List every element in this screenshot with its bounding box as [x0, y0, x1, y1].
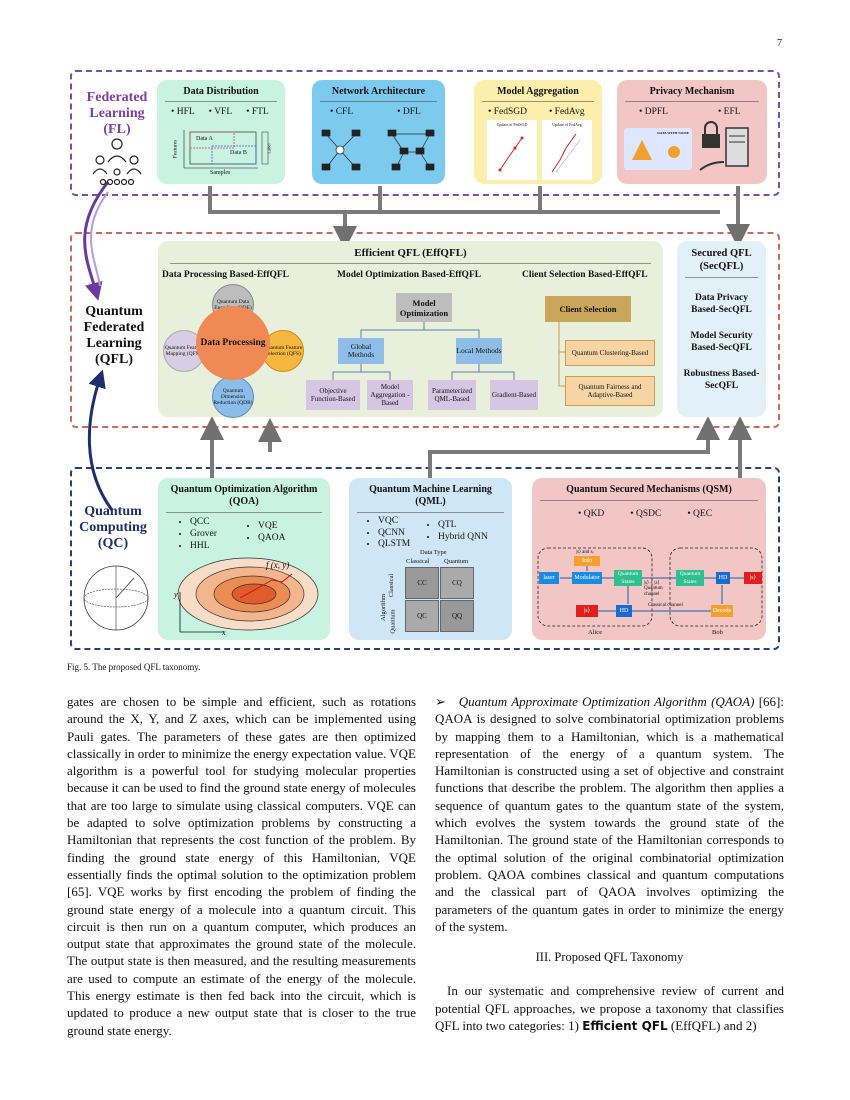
data-a-label: Data A: [196, 136, 213, 142]
quantum-channel-label: Quantum channel: [644, 586, 663, 597]
secqfl-item: Data Privacy Based-SecQFL: [691, 293, 752, 315]
qml-cell-cc: CC: [405, 567, 439, 599]
qc-region: [70, 467, 780, 650]
s-plus-z-label: |s⟩ + |z⟩: [644, 581, 660, 586]
classical-channel-label: Classical channel: [648, 603, 683, 608]
fl-label: Federated Learning (FL): [86, 90, 148, 137]
qoa-list-right: VQE QAOA: [258, 520, 285, 544]
qml-cell-qq: QQ: [440, 600, 474, 632]
modulator-box: Modulator: [572, 572, 602, 584]
laser-box: laser: [539, 572, 559, 584]
qml-table-header: Data Type: [420, 549, 447, 556]
secqfl-item: Model Security Based-SecQFL: [690, 331, 753, 353]
decode-box: Decode: [711, 605, 733, 617]
figure-caption: Fig. 5. The proposed QFL taxonomy.: [67, 662, 201, 672]
hd-box-alice: HD: [616, 605, 632, 617]
section-heading: III. Proposed QFL Taxonomy: [535, 950, 684, 965]
fedsgd-plot: Update of FedSGD: [487, 120, 537, 180]
quantum-fairness-box: Quantum Fairness and Adaptive-Based: [565, 376, 655, 406]
gradient-based-box: Gradient-Based: [490, 380, 538, 410]
bob-label: Bob: [712, 629, 723, 636]
parameterized-qml-box: Parameterized QML-Based: [428, 380, 476, 410]
client-selection-root: Client Selection: [545, 296, 631, 322]
right-column: ➢ Quantum Approximate Optimization Algor…: [435, 693, 784, 1035]
qml-cell-cq: CQ: [440, 567, 474, 599]
secqfl-card: Secured QFL (SecQFL) Data Privacy Based-…: [677, 241, 766, 417]
privacy-figure-panel: DATA WITH NOISE: [624, 128, 692, 170]
page-number: 7: [777, 38, 782, 49]
data-processing-circle: Data Processing: [196, 306, 270, 380]
hd-box-bob: HD: [716, 572, 730, 584]
qml-list-right: QTL Hybrid QNN: [438, 520, 488, 543]
qml-cell-qc: QC: [405, 600, 439, 632]
qdr-circle: Quantum Dimension Reduction (QDR): [212, 376, 254, 418]
secqfl-item: Robustness Based-SecQFL: [683, 369, 760, 391]
qaoa-paragraph: ➢ Quantum Approximate Optimization Algor…: [435, 694, 784, 934]
qml-list-left: VQC QCNN QLSTM: [378, 516, 410, 551]
fxy-label: f (x, y): [266, 560, 290, 570]
left-column: gates are chosen to be simple and effici…: [67, 693, 416, 1039]
quantum-clustering-box: Quantum Clustering-Based: [565, 340, 655, 366]
fedavg-plot: Update of FedAvg: [542, 120, 592, 180]
qc-label: Quantum Computing (QC): [79, 504, 147, 551]
y-axis-label: y: [174, 590, 178, 599]
qml-table-col-quantum: Quantum: [444, 558, 469, 565]
data-b-label: Data B: [230, 150, 247, 156]
intro-paragraph: In our systematic and comprehensive revi…: [435, 983, 784, 1034]
s-box-bob: |s⟩: [744, 572, 762, 584]
x-axis-label: x: [222, 628, 226, 637]
qfl-label: Quantum Federated Learning (QFL): [83, 304, 145, 367]
s-and-si-label: |s⟩ and sᵢ: [576, 550, 594, 555]
model-aggregation-box: Model Aggregation -Based: [367, 380, 413, 410]
qml-table-col-classical: Classical: [406, 558, 430, 565]
network-architecture-card: Network Architecture CFL DFL: [312, 80, 445, 184]
quantum-states-box-alice: Quantum States: [614, 570, 642, 586]
alice-label: Alice: [588, 629, 603, 636]
model-optimization-root: Model Optimization: [396, 293, 452, 322]
qfl-region: [70, 232, 780, 428]
qoa-list-left: QCC Grover HHL: [190, 516, 217, 552]
global-methods-box: Global Methods: [338, 338, 384, 364]
samples-label: Samples: [210, 170, 231, 176]
fl-region: [70, 70, 780, 196]
client-selection-heading: Client Selection Based-EffQFL: [522, 270, 648, 280]
quantum-states-box-bob: Quantum States: [676, 570, 704, 586]
left-paragraph: gates are chosen to be simple and effici…: [67, 694, 416, 1038]
s-box-alice: |s⟩: [576, 605, 598, 617]
qfs-circle: Quantum Feature Selection (QFS): [262, 330, 304, 372]
info-box: Info: [574, 556, 600, 566]
model-optimization-heading: Model Optimization Based-EffQFL: [337, 270, 482, 280]
data-processing-heading: Data Processing Based-EffQFL: [162, 270, 290, 280]
objective-function-box: Objective Function-Based: [306, 380, 360, 410]
local-methods-box: Local Methods: [456, 338, 502, 364]
